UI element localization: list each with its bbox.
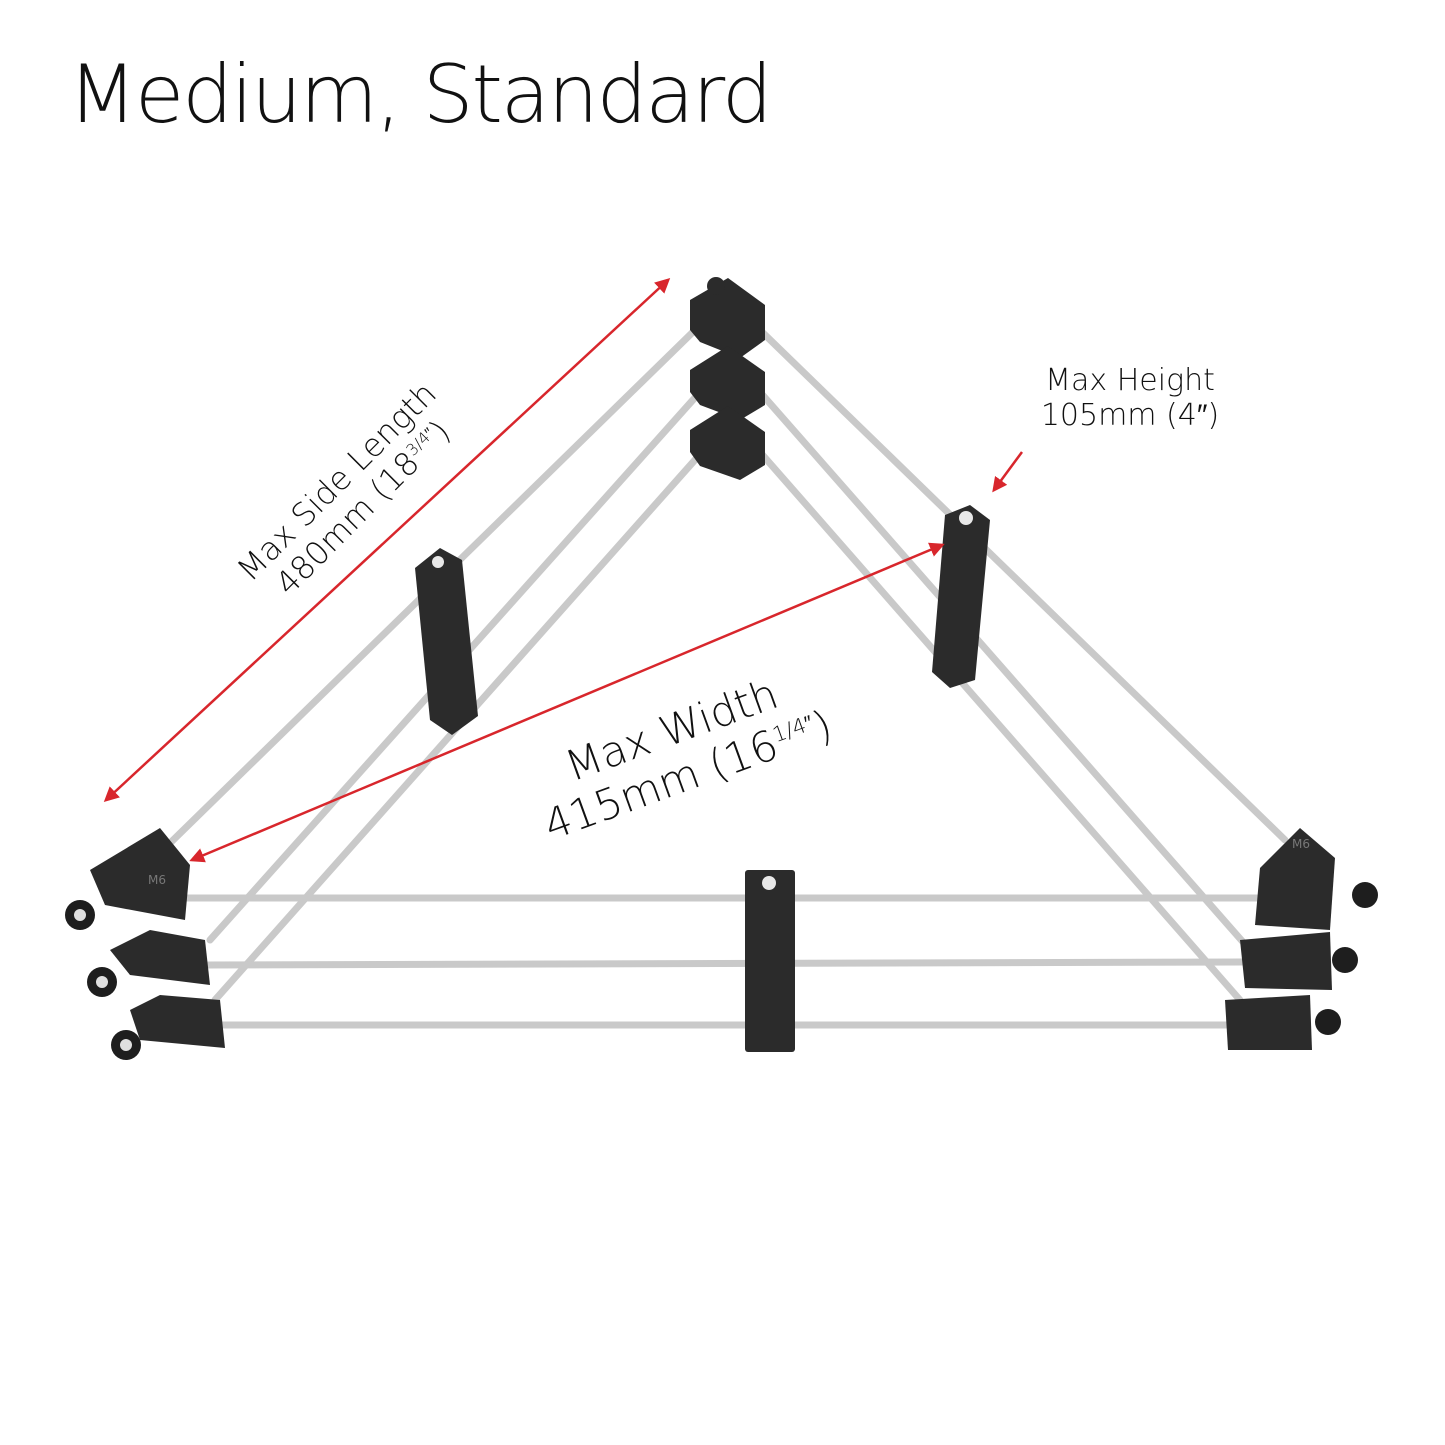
knob-icon [1315,1009,1341,1035]
block-label: M6 [1292,837,1310,851]
max-height-label: Max Height 105mm (4″) [1010,363,1250,433]
page-title: Medium, Standard [68,48,773,141]
width-arrow [189,542,945,863]
height-arrow [992,451,1024,493]
rods-front [181,894,1264,1029]
knob-icon [1352,882,1378,908]
height-label-line1: Max Height [1045,363,1215,398]
knob-icon [1332,947,1358,973]
apex-corner-blocks [690,277,765,480]
dimension-arrows [103,277,1024,863]
height-label-line2: 105mm (4″) [1040,397,1220,433]
side-length-arrow [103,277,671,803]
right-spacer-block [932,505,990,688]
block-label: M6 [148,873,166,887]
front-spacer-block [745,870,795,1052]
front-right-corner-blocks: M6 [1225,828,1378,1050]
left-spacer-block [415,548,478,735]
front-left-corner-blocks: M6 [65,828,225,1060]
